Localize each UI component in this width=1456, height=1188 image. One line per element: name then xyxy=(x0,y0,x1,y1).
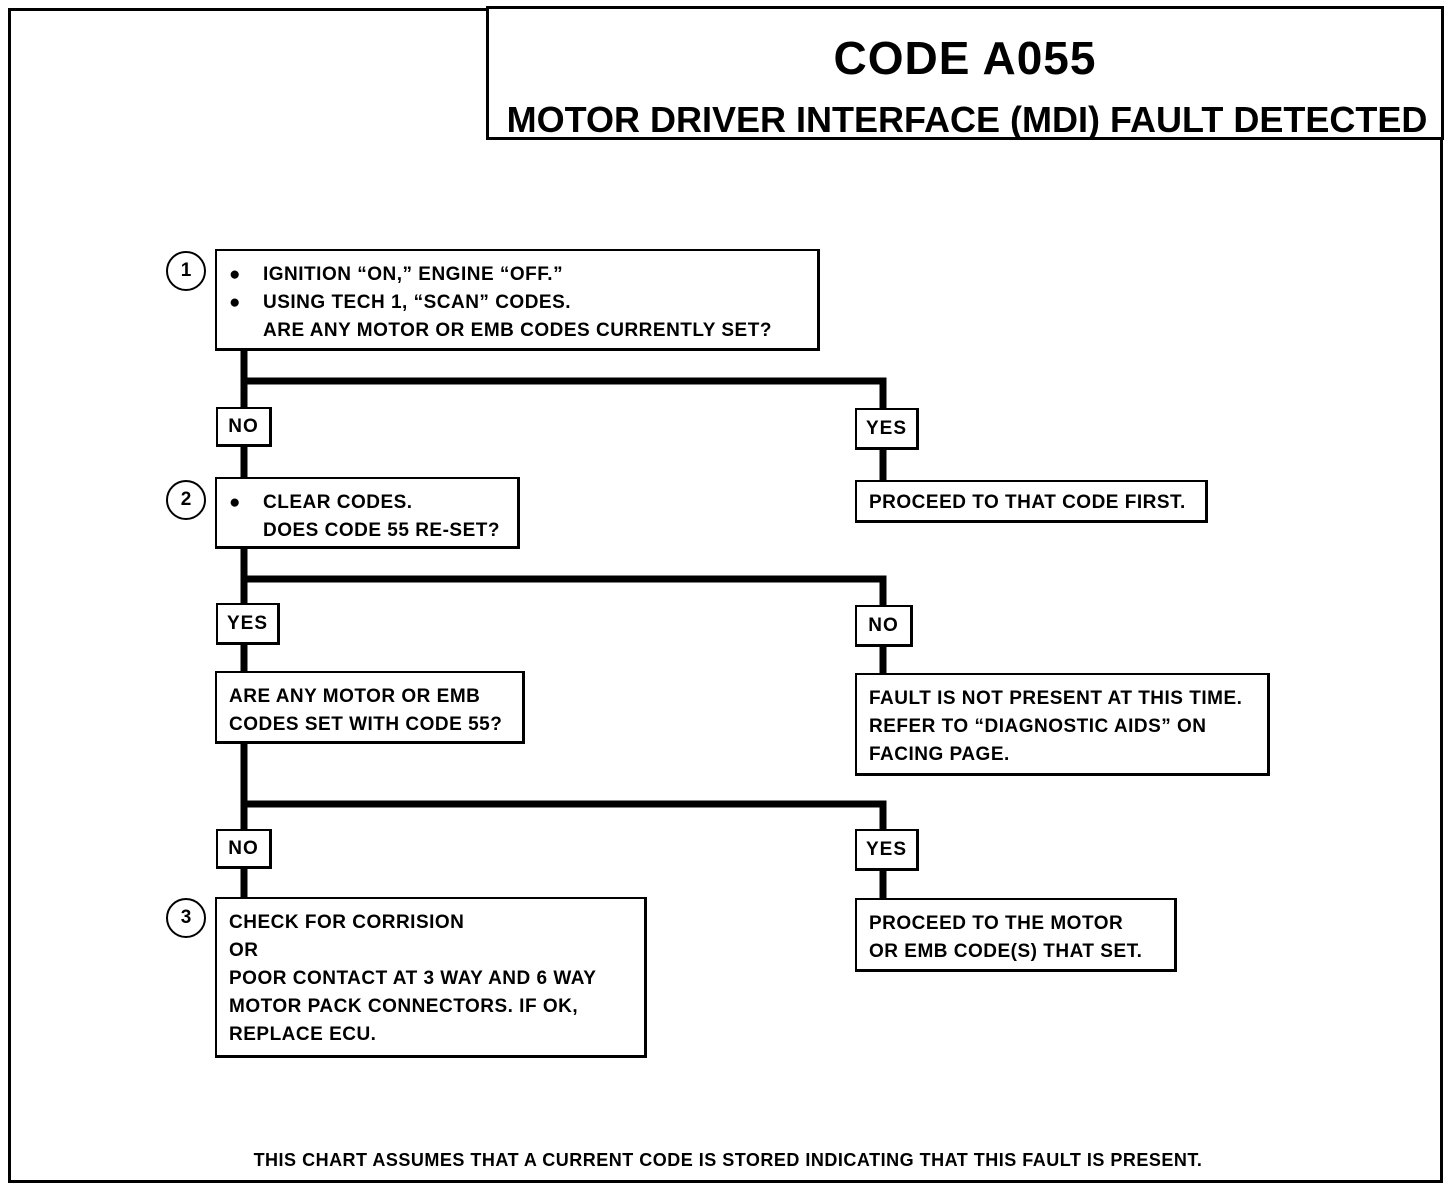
step-number-3: 3 xyxy=(166,898,206,938)
outcome-text: PROCEED TO THAT CODE FIRST. xyxy=(869,492,1186,513)
outcome-line: PROCEED TO THE MOTOR xyxy=(869,913,1124,934)
branch-label-no: NO xyxy=(216,407,272,447)
branch-label-no: NO xyxy=(855,605,913,647)
page-subtitle: MOTOR DRIVER INTERFACE (MDI) FAULT DETEC… xyxy=(506,99,1428,140)
question-emb-box: ARE ANY MOTOR OR EMB CODES SET WITH CODE… xyxy=(215,671,525,744)
bullet-icon: ● xyxy=(229,292,241,313)
branch-label-yes: YES xyxy=(855,408,919,450)
outcome-not-present: FAULT IS NOT PRESENT AT THIS TIME. REFER… xyxy=(855,673,1270,776)
bullet-icon: ● xyxy=(229,492,241,513)
bullet-icon: ● xyxy=(229,264,241,285)
branch-label-no: NO xyxy=(216,829,272,869)
step-1-box: ●IGNITION “ON,” ENGINE “OFF.” ●USING TEC… xyxy=(215,249,820,351)
outcome-line: OR EMB CODE(S) THAT SET. xyxy=(869,941,1143,962)
branch-label-yes: YES xyxy=(855,829,919,871)
step-number-2: 2 xyxy=(166,480,206,520)
footer-note: THIS CHART ASSUMES THAT A CURRENT CODE I… xyxy=(253,1150,1203,1170)
step-3-box: CHECK FOR CORRISION OR POOR CONTACT AT 3… xyxy=(215,897,647,1058)
step-3-line: POOR CONTACT AT 3 WAY AND 6 WAY xyxy=(229,968,597,989)
step-number-1: 1 xyxy=(166,251,206,291)
step-3-line: MOTOR PACK CONNECTORS. IF OK, xyxy=(229,996,579,1017)
outcome-line: FACING PAGE. xyxy=(869,744,1010,765)
step-1-question: ARE ANY MOTOR OR EMB CODES CURRENTLY SET… xyxy=(263,320,772,341)
outcome-proceed-first: PROCEED TO THAT CODE FIRST. xyxy=(855,480,1208,523)
step-1-bullet: ●USING TECH 1, “SCAN” CODES. xyxy=(229,289,772,317)
step-2-question: DOES CODE 55 RE-SET? xyxy=(263,520,500,541)
outcome-proceed-motor: PROCEED TO THE MOTOR OR EMB CODE(S) THAT… xyxy=(855,898,1177,972)
title-block: CODE A055 MOTOR DRIVER INTERFACE (MDI) F… xyxy=(486,6,1444,140)
branch-label-yes: YES xyxy=(216,603,280,645)
step-1-bullet: ●IGNITION “ON,” ENGINE “OFF.” xyxy=(229,261,772,289)
step-2-bullet: ●CLEAR CODES. xyxy=(229,489,500,517)
outcome-line: FAULT IS NOT PRESENT AT THIS TIME. xyxy=(869,688,1243,709)
question-line: ARE ANY MOTOR OR EMB xyxy=(229,686,481,707)
outcome-line: REFER TO “DIAGNOSTIC AIDS” ON xyxy=(869,716,1207,737)
step-2-box: ●CLEAR CODES. DOES CODE 55 RE-SET? xyxy=(215,477,520,549)
step-3-line: CHECK FOR CORRISION xyxy=(229,912,465,933)
page-title: CODE A055 xyxy=(833,32,1097,84)
step-3-line: REPLACE ECU. xyxy=(229,1024,377,1045)
step-3-line: OR xyxy=(229,940,259,961)
question-line: CODES SET WITH CODE 55? xyxy=(229,714,503,735)
